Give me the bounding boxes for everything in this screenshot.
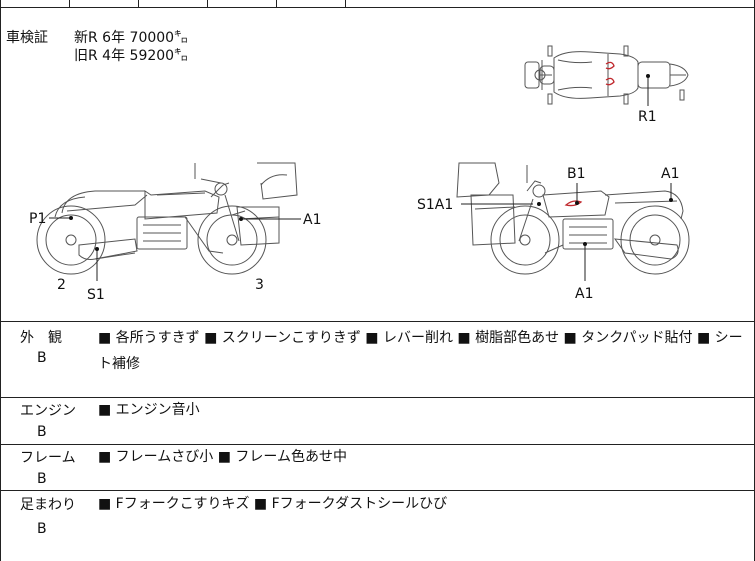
top-table-divider xyxy=(69,0,70,7)
section-grade-exterior: B xyxy=(37,350,47,366)
section-items-exterior: ■ 各所うすきず ■ スクリーンこすりきず ■ レバー削れ ■ 樹脂部色あせ ■… xyxy=(98,330,743,372)
section-label-frame: フレーム xyxy=(20,450,76,466)
bike-right-side-diagram: S1A1 B1 A1 A1 xyxy=(417,162,690,302)
inspection-new: 新R 6年 70000㌔ xyxy=(74,30,189,46)
inspection-old: 旧R 4年 59200㌔ xyxy=(74,48,189,64)
section-grade-frame: B xyxy=(37,471,47,487)
top-table-divider xyxy=(207,0,208,7)
section-label-suspension: 足まわり xyxy=(20,497,76,513)
marker-a1-tank: A1 xyxy=(661,166,679,182)
marker-a1-engine: A1 xyxy=(575,286,593,302)
section-items-suspension: ■ Fフォークこすりキズ ■ Fフォークダストシールひび xyxy=(98,496,448,512)
table-border xyxy=(0,397,755,398)
marker-s1: S1 xyxy=(87,287,105,303)
top-table-divider xyxy=(345,0,346,7)
marker-b1: B1 xyxy=(567,166,586,182)
section-grade-engine: B xyxy=(37,424,47,440)
section-label-exterior: 外 観 xyxy=(20,330,62,346)
marker-p1: P1 xyxy=(29,211,46,227)
table-border xyxy=(0,444,755,445)
marker-r1: R1 xyxy=(638,109,657,125)
section-label-engine: エンジン xyxy=(20,403,76,419)
marker-3: 3 xyxy=(255,277,264,293)
marker-a1: A1 xyxy=(303,212,321,228)
section-grade-suspension: B xyxy=(37,521,47,537)
inspection-label: 車検証 xyxy=(6,30,48,46)
top-table-divider xyxy=(138,0,139,7)
bike-left-side-diagram: P1 A1 2 S1 3 xyxy=(29,162,321,303)
bike-top-view-diagram: R1 xyxy=(524,45,689,125)
top-table-divider xyxy=(276,0,277,7)
marker-s1a1: S1A1 xyxy=(417,197,453,213)
section-items-frame: ■ フレームさび小 ■ フレーム色あせ中 xyxy=(98,449,347,465)
table-border xyxy=(0,7,755,8)
table-border xyxy=(0,321,755,322)
table-border xyxy=(0,490,755,491)
table-border xyxy=(0,0,1,561)
marker-2: 2 xyxy=(57,277,66,293)
section-items-engine: ■ エンジン音小 xyxy=(98,402,200,418)
